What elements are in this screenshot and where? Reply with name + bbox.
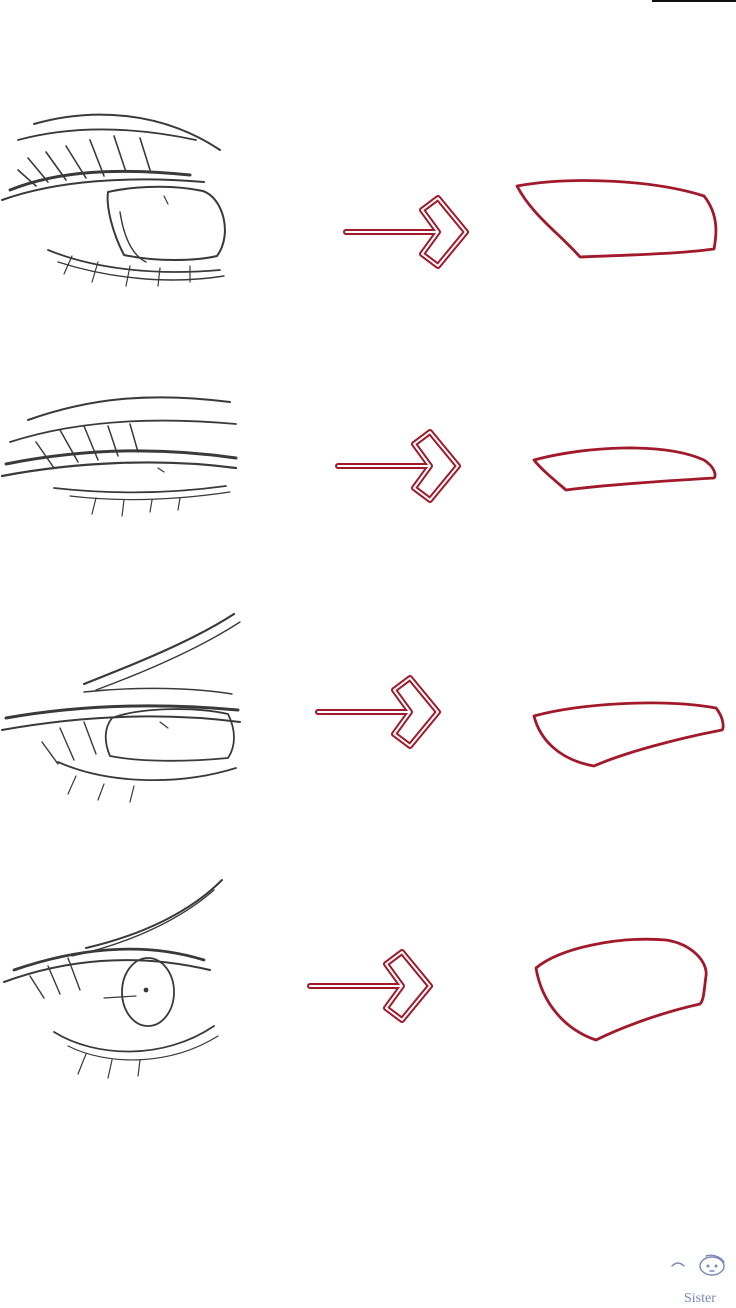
sketch-eye-icon	[3, 879, 223, 1079]
signature: Sister	[671, 1254, 725, 1306]
corner-line	[652, 0, 736, 2]
eye-shape-outline	[515, 179, 718, 259]
right-arrow-icon	[338, 432, 458, 500]
sketch-eye-icon	[1, 113, 226, 287]
eye-shape-outline	[532, 446, 717, 492]
right-arrow-icon	[318, 678, 438, 746]
signature-text: Sister	[684, 1291, 716, 1306]
eye-shape-outline	[532, 701, 725, 768]
eye-shape-outline	[534, 937, 708, 1042]
sketch-eye-icon	[1, 612, 241, 803]
eye-row-4	[3, 879, 708, 1079]
signature-cat-icon	[671, 1254, 725, 1276]
eye-row-3	[1, 612, 725, 803]
right-arrow-icon	[310, 952, 430, 1020]
sketch-eye-icon	[0, 396, 238, 517]
eye-row-1	[1, 113, 718, 287]
eye-row-2	[0, 396, 717, 517]
right-arrow-icon	[346, 198, 466, 266]
